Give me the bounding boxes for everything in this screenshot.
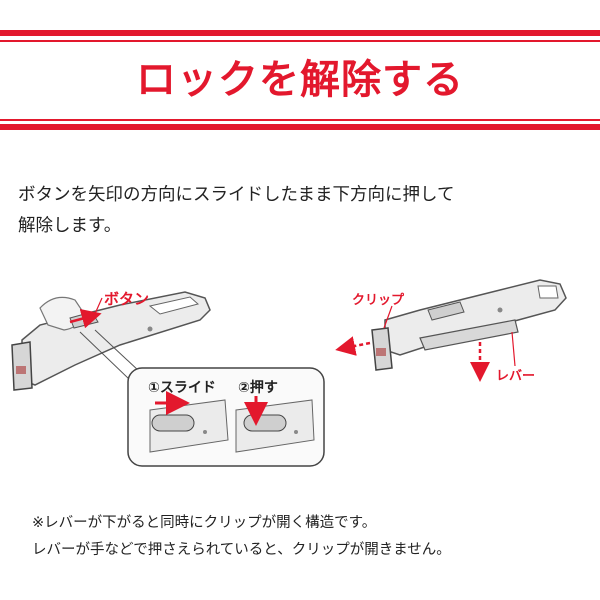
button-label: ボタン: [104, 290, 149, 308]
instruction-line-1: ボタンを矢印の方向にスライドしたまま下方向に押して: [18, 185, 455, 205]
header-top-stripe-thin: [0, 40, 600, 42]
handle-left-illustration: [11, 291, 211, 391]
note-text: ※レバーが下がると同時にクリップが開く構造です。 レバーが手などで押さえられてい…: [32, 510, 592, 564]
step1-detail: [149, 391, 229, 453]
callout-box: [127, 367, 325, 467]
step2-detail: [235, 396, 315, 453]
clip-label: クリップ: [352, 293, 405, 308]
step1-label: ①スライド: [148, 380, 216, 396]
header-bottom-stripe-thin: [0, 119, 600, 121]
header-bottom-stripe-thick: [0, 124, 600, 130]
note-line-1: ※レバーが下がると同時にクリップが開く構造です。: [32, 515, 377, 531]
handle-right-illustration: [335, 279, 567, 382]
lever-label: レバー: [496, 369, 535, 384]
page-title: ロックを解除する: [136, 57, 464, 103]
note-line-2: レバーが手などで押さえられていると、クリップが開きません。: [32, 542, 451, 558]
instruction-text: ボタンを矢印の方向にスライドしたまま下方向に押して 解除します。: [18, 180, 588, 242]
illustration: ボタン ①スライド ②押す: [11, 279, 567, 467]
step2-label: ②押す: [238, 379, 278, 396]
header-top-stripe-thick: [0, 30, 600, 36]
instruction-line-2: 解除します。: [18, 216, 122, 236]
